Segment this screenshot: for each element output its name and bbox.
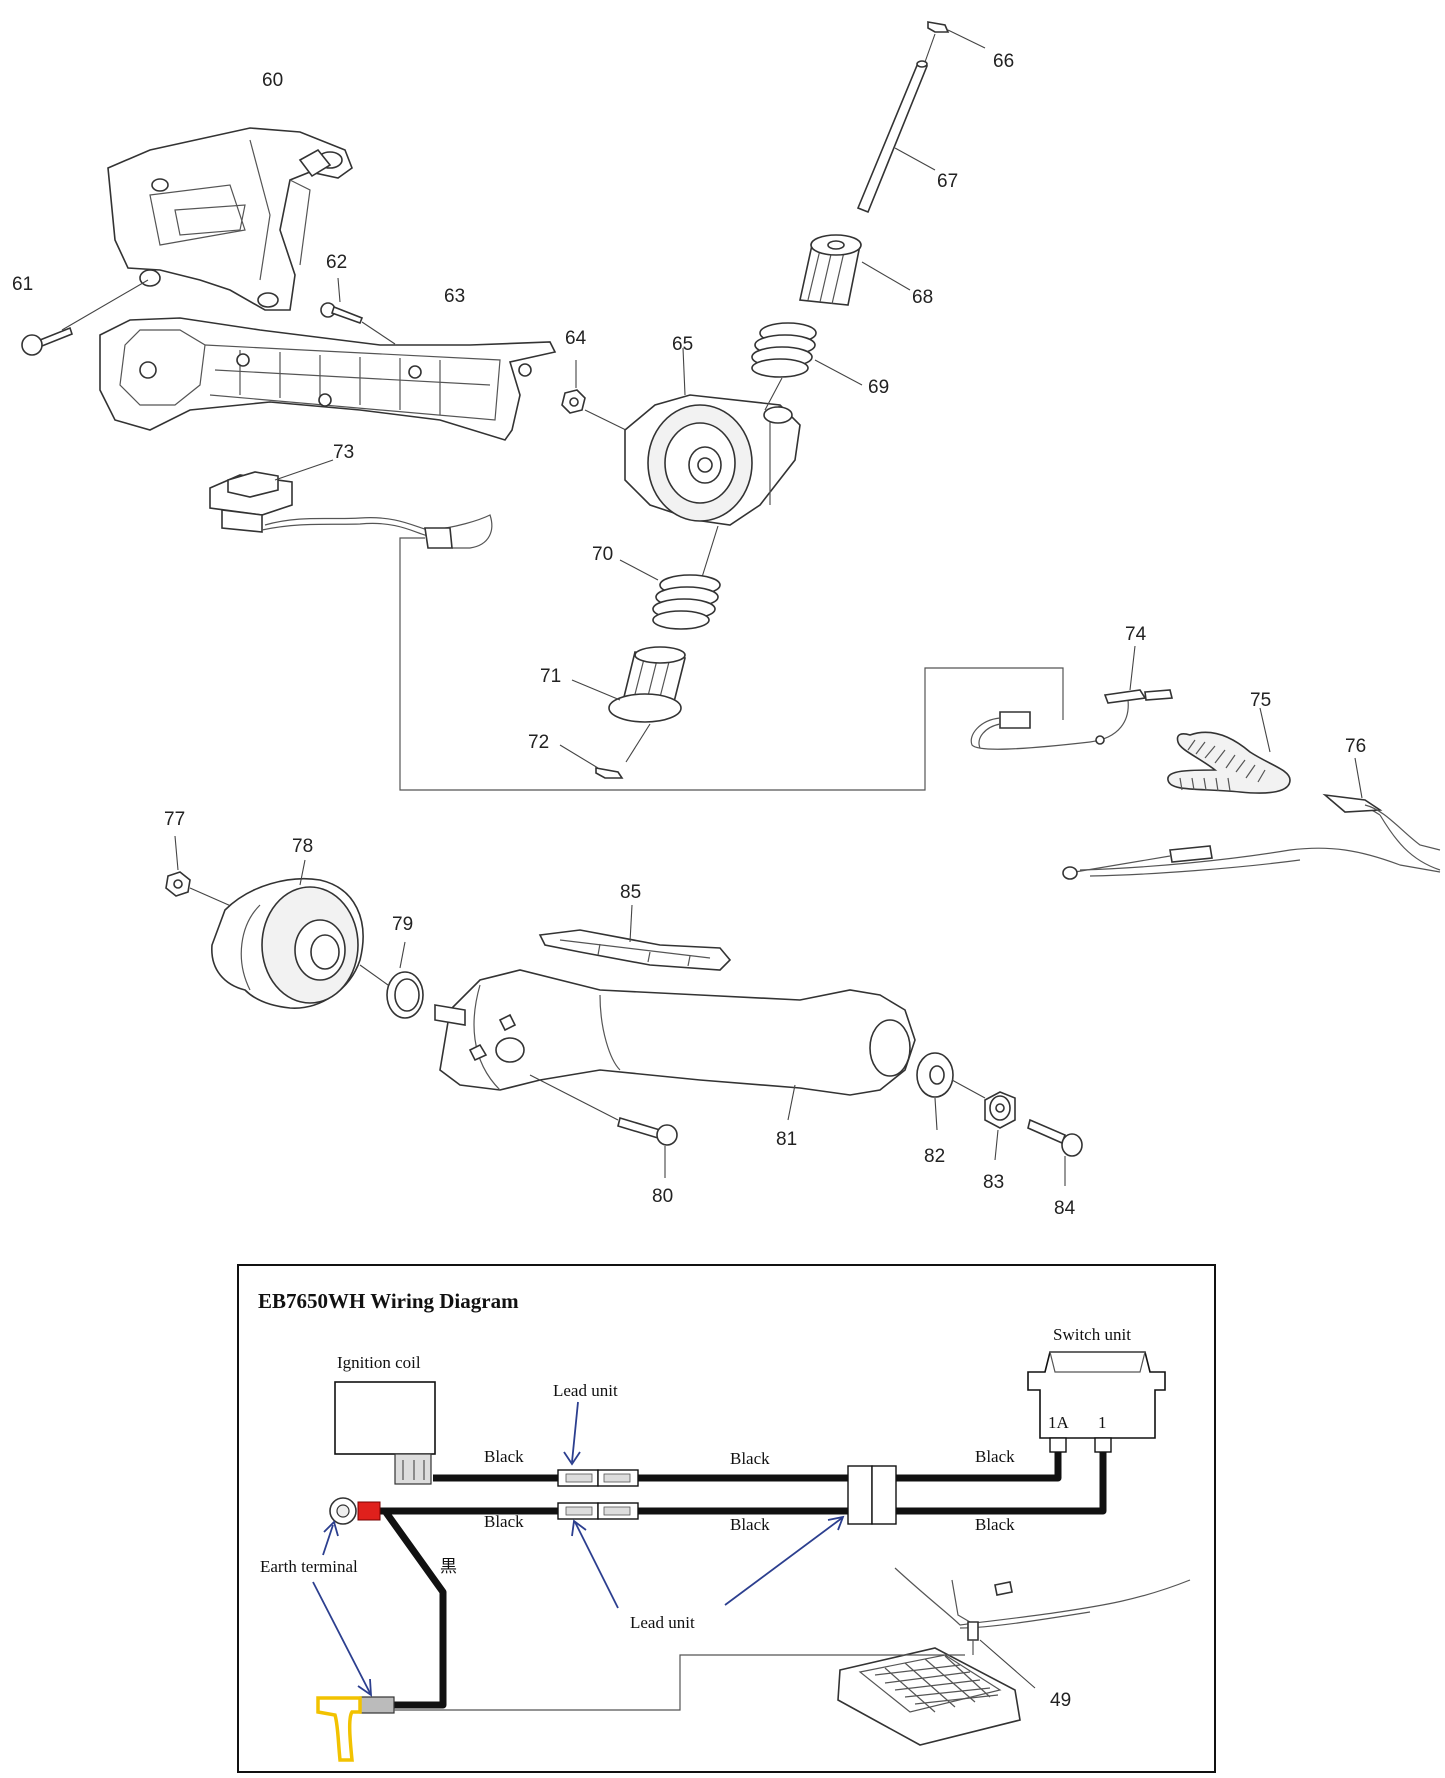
- part-label-85: 85: [620, 882, 641, 903]
- part-70-spring: [619, 559, 721, 630]
- part-69-spring: [751, 322, 863, 386]
- wiring-leader-line: [394, 1654, 965, 1711]
- part-label-62: 62: [326, 252, 347, 273]
- ignition-coil-box: [334, 1381, 436, 1455]
- switch-terminal-1: 1: [1098, 1413, 1107, 1432]
- part-80-screw: [529, 1074, 678, 1178]
- part-label-64: 64: [565, 328, 587, 349]
- part-label-71: 71: [540, 666, 561, 687]
- part-label-60: 60: [262, 70, 283, 91]
- earth-terminal-crimp-grey: [359, 1696, 395, 1714]
- wire-label-black-1: Black: [484, 1447, 524, 1466]
- part-label-78: 78: [292, 836, 313, 857]
- part-49-screen-plate: 49: [837, 1567, 1191, 1746]
- ignition-coil-connector: [394, 1453, 432, 1485]
- lead-unit-bottom-b-inner: [603, 1506, 631, 1516]
- part-82-washer: [916, 1052, 986, 1131]
- part-label-61: 61: [12, 274, 33, 295]
- part-label-68: 68: [912, 287, 933, 308]
- part-72-clip: [559, 744, 624, 779]
- earth-terminal-label: Earth terminal: [260, 1557, 358, 1576]
- part-65-housing: [624, 347, 801, 526]
- part-label-49: 49: [1050, 1690, 1071, 1711]
- part-67-shaft: [856, 60, 936, 214]
- part-76-throttle-cable: [1062, 757, 1441, 880]
- part-number-labels: 60 61 62 63 64 65 66 67 68 69 70 71 72 7…: [12, 51, 1366, 1219]
- wire-label-black-3: Black: [975, 1447, 1015, 1466]
- part-85-grip-strip: [538, 904, 732, 971]
- annotation-arrows: [312, 1401, 845, 1697]
- part-label-66: 66: [993, 51, 1014, 72]
- part-61-screw: [21, 279, 149, 356]
- earth-terminal-red-crimp: [357, 1501, 381, 1521]
- part-84-screw: [1027, 1118, 1083, 1186]
- part-label-82: 82: [924, 1146, 945, 1167]
- part-label-63: 63: [444, 286, 465, 307]
- lead-unit-label-bottom: Lead unit: [630, 1613, 695, 1632]
- part-label-67: 67: [937, 171, 958, 192]
- part-71-gear: [571, 646, 686, 763]
- part-68-gear: [799, 234, 911, 306]
- earth-terminal-yellow-lug: [316, 1696, 362, 1762]
- switch-pin-1: [1094, 1437, 1112, 1453]
- part-label-74: 74: [1125, 624, 1147, 645]
- part-75-corrugated-tube: [1167, 707, 1291, 794]
- switch-unit-label: Switch unit: [1053, 1325, 1131, 1344]
- earth-terminal-ring-hole: [336, 1504, 350, 1518]
- part-66-clip: [924, 21, 986, 63]
- part-label-75: 75: [1250, 690, 1271, 711]
- wiring-diagram-frame: [237, 1264, 1216, 1773]
- part-63-handle-half: [99, 317, 557, 441]
- part-label-76: 76: [1345, 736, 1366, 757]
- lead-unit-clamp-left: [847, 1465, 873, 1525]
- shaft-leader-69-65: [764, 377, 783, 411]
- wire-label-black-4: Black: [484, 1512, 524, 1531]
- switch-pin-1a: [1049, 1437, 1067, 1453]
- lead-unit-bottom-a-inner: [565, 1506, 593, 1516]
- part-label-83: 83: [983, 1172, 1004, 1193]
- part-label-73: 73: [333, 442, 354, 463]
- lead-unit-clamp-right: [871, 1465, 897, 1525]
- part-60-handle-bracket: [107, 127, 353, 311]
- part-62-screw: [320, 277, 396, 345]
- part-label-81: 81: [776, 1129, 797, 1150]
- part-64-nut: [561, 360, 631, 433]
- part-78-cap: [211, 859, 364, 1009]
- wire-label-black-6: Black: [975, 1515, 1015, 1534]
- part-label-69: 69: [868, 377, 889, 398]
- wire-label-black-2: Black: [730, 1449, 770, 1468]
- part-label-77: 77: [164, 809, 185, 830]
- wiring-diagram: EB7650WH Wiring Diagram Ignition coil Sw…: [237, 1264, 1216, 1773]
- part-79-o-ring: [359, 941, 424, 1019]
- lead-unit-top-a-inner: [565, 1473, 593, 1483]
- wire-earth: [382, 1508, 447, 1709]
- part-83-bushing: [984, 1091, 1016, 1161]
- part-label-80: 80: [652, 1186, 673, 1207]
- wire-top: [433, 1452, 1062, 1482]
- wire-label-kanji-black: 黒: [440, 1557, 457, 1576]
- switch-unit-body: [1027, 1351, 1166, 1439]
- part-label-65: 65: [672, 334, 693, 355]
- part-label-79: 79: [392, 914, 413, 935]
- lead-unit-top-b-inner: [603, 1473, 631, 1483]
- lead-unit-label-top: Lead unit: [553, 1381, 618, 1400]
- part-73-switch-lead: [209, 459, 493, 549]
- switch-terminal-1a: 1A: [1048, 1413, 1070, 1432]
- part-77-nut: [165, 835, 241, 911]
- wire-label-black-5: Black: [730, 1515, 770, 1534]
- connection-line-73-74: [399, 537, 1064, 791]
- part-81-handle-lower: [434, 969, 916, 1121]
- part-label-72: 72: [528, 732, 549, 753]
- part-label-70: 70: [592, 544, 613, 565]
- part-74-connector-lead: [970, 645, 1174, 750]
- ignition-coil-label: Ignition coil: [337, 1353, 421, 1372]
- part-label-84: 84: [1054, 1198, 1076, 1219]
- wiring-diagram-title: EB7650WH Wiring Diagram: [258, 1289, 519, 1313]
